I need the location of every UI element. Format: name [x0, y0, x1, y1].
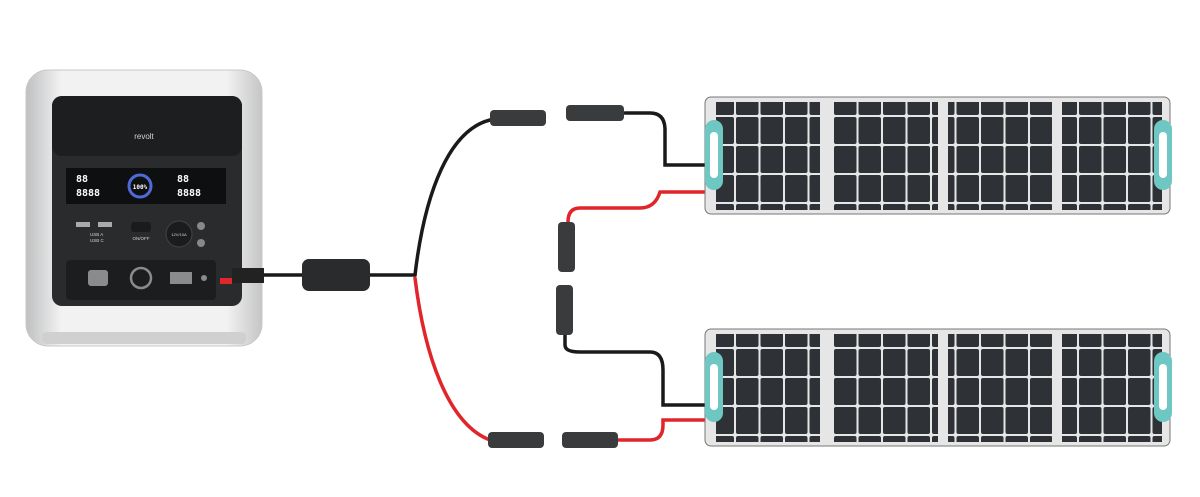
display-right-top: 88 [177, 174, 189, 185]
car-port-label: 12V/10A [171, 232, 187, 237]
battery-ring-icon [127, 173, 153, 199]
solar-panel-top [704, 96, 1172, 215]
connector [556, 285, 573, 335]
connector [566, 105, 624, 121]
usb-a-port [98, 222, 112, 227]
warning-icon [129, 266, 153, 290]
connector [488, 432, 544, 448]
display-left-bottom: 8888 [76, 188, 100, 199]
display-left-top: 88 [76, 174, 88, 185]
connector [490, 110, 546, 126]
ac-outlet-icon [88, 270, 108, 286]
brand-logo: revolt [134, 132, 154, 141]
connector [562, 432, 618, 448]
power-button [131, 222, 151, 232]
power-button-label: ON/OFF [133, 236, 150, 241]
car-port [165, 220, 193, 248]
cables [220, 111, 708, 442]
adapter-box [302, 259, 370, 291]
battery-percent: 100% [133, 184, 148, 191]
usb-c-label: USB C [90, 238, 105, 243]
lcd-display: 88 8888 100% 88 8888 [66, 168, 226, 204]
connector [558, 222, 575, 272]
display-right-bottom: 8888 [177, 188, 201, 199]
usb-a-port [76, 222, 90, 227]
mc4-connectors [488, 105, 624, 448]
power-station: revolt 88 8888 100% 88 8888 USB A USB C … [25, 69, 263, 347]
solar-panel-bottom [704, 328, 1172, 447]
usb-a-label: USB A [90, 232, 103, 237]
